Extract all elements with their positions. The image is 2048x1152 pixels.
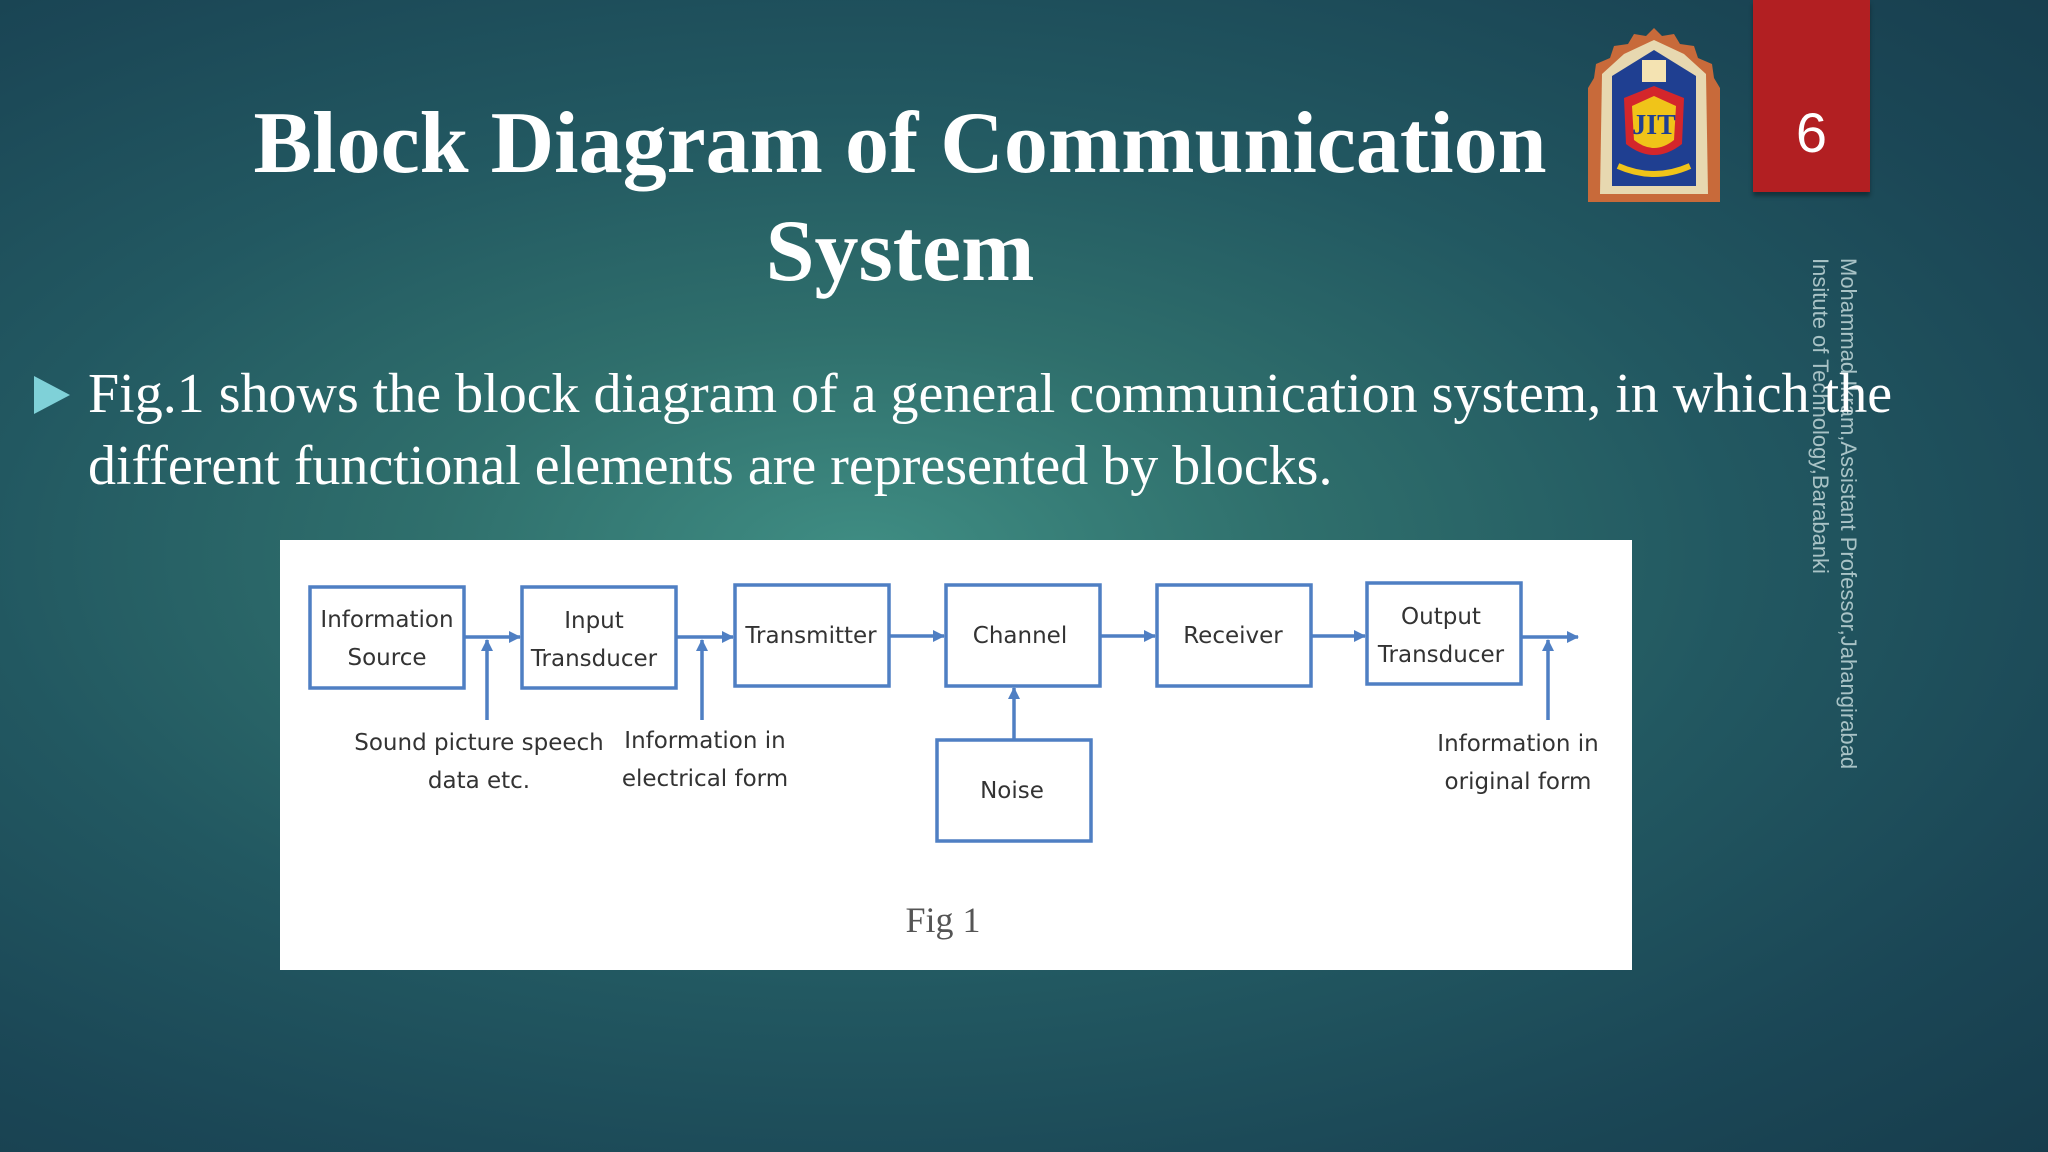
institute-logo: JIT xyxy=(1584,26,1724,202)
receiver-block xyxy=(1155,583,1313,688)
input-label-1: Input xyxy=(564,608,624,634)
block-diagram: Information Source Input Transducer Tran… xyxy=(308,581,1599,940)
figure-caption: Fig 1 xyxy=(905,900,980,940)
input-transducer-block xyxy=(520,585,678,690)
note-electrical-2: electrical form xyxy=(622,766,788,792)
title-line-2: System xyxy=(765,203,1035,300)
transmitter-block xyxy=(733,583,891,688)
credit-line-1: Mohammad Ikram,Assistant Professor,Jahan… xyxy=(1836,258,1861,770)
receiver-label: Receiver xyxy=(1183,623,1283,649)
output-label-1: Output xyxy=(1401,604,1481,630)
note-sound-1: Sound picture speech xyxy=(354,730,604,756)
title-line-1: Block Diagram of Communication xyxy=(253,95,1547,192)
output-transducer-block xyxy=(1365,581,1523,686)
information-source-block xyxy=(308,585,466,690)
note-electrical-1: Information in xyxy=(624,728,785,754)
channel-block xyxy=(944,583,1102,688)
note-original-2: original form xyxy=(1445,769,1592,795)
note-original-1: Information in xyxy=(1437,731,1598,757)
logo-text: JIT xyxy=(1632,110,1676,141)
slide-title: Block Diagram of Communication System xyxy=(140,90,1660,306)
channel-label: Channel xyxy=(973,623,1067,649)
noise-block xyxy=(935,738,1093,843)
info-source-label-1: Information xyxy=(320,607,453,633)
page-number: 6 xyxy=(1795,101,1828,164)
transmitter-label: Transmitter xyxy=(744,623,877,649)
triangle-bullet-icon xyxy=(34,376,70,414)
note-sound-2: data etc. xyxy=(428,768,530,794)
noise-label: Noise xyxy=(980,778,1044,804)
author-credit: Mohammad Ikram,Assistant Professor,Jahan… xyxy=(1806,258,1862,769)
input-label-2: Transducer xyxy=(530,646,658,672)
page-number-box: 6 xyxy=(1753,0,1870,192)
bullet-text: Fig.1 shows the block diagram of a gener… xyxy=(88,363,1893,497)
block-diagram-figure: Information Source Input Transducer Tran… xyxy=(280,540,1632,970)
output-label-2: Transducer xyxy=(1377,642,1505,668)
info-source-label-2: Source xyxy=(348,645,427,671)
credit-line-2: Insitute of Technology,Barabanki xyxy=(1808,258,1833,574)
